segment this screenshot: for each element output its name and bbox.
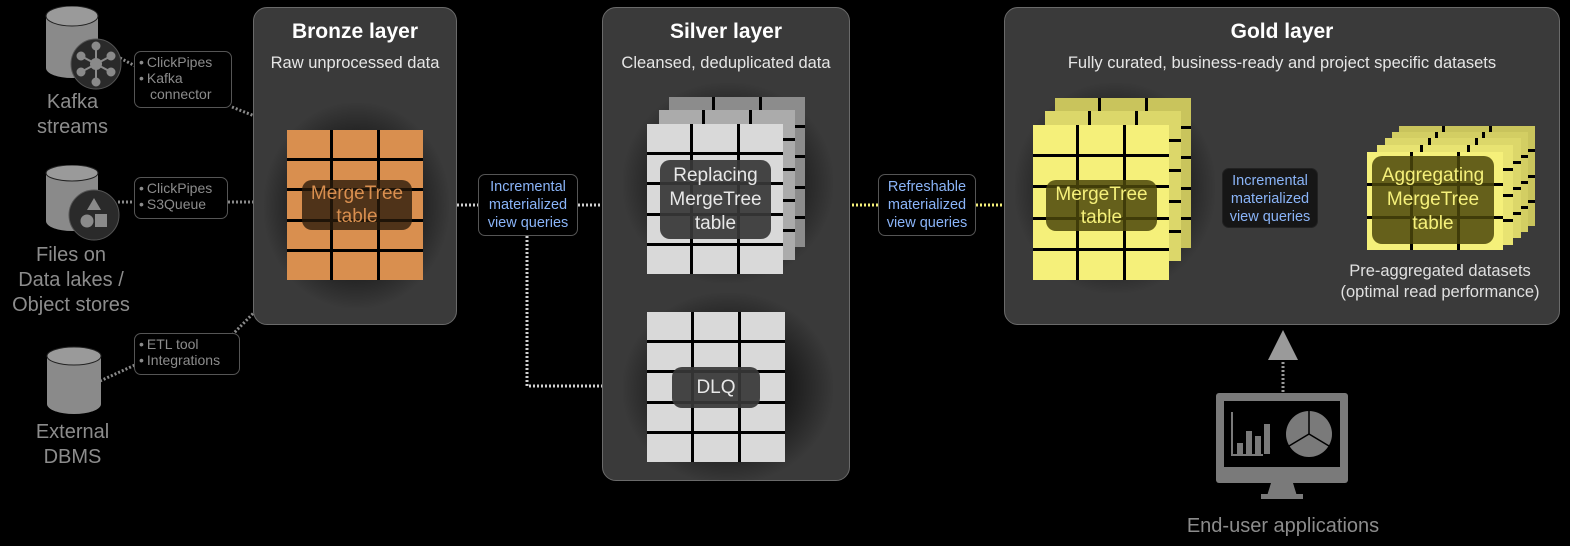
bronze-layer: Bronze layer Raw unprocessed data MergeT… — [253, 7, 457, 325]
shapes-icon — [45, 165, 120, 241]
layer-title: Bronze layer — [291, 20, 419, 43]
silver-layer: Silver layer Cleansed, deduplicated data… — [602, 7, 850, 483]
label-line: Object stores — [12, 294, 130, 316]
label-line: Kafka — [46, 91, 99, 113]
label-line: DBMS — [43, 446, 102, 468]
label-line: table — [1412, 213, 1454, 234]
table-cell — [647, 312, 691, 340]
kafka-icon — [45, 6, 122, 90]
label-line: table — [336, 206, 378, 227]
tag-item-continued: connector — [150, 86, 212, 102]
table-cell — [1079, 251, 1123, 280]
query-line: view queries — [1229, 209, 1311, 225]
table-cell — [693, 246, 737, 274]
source-label-kafka: Kafka streams — [20, 90, 125, 140]
table-cell — [333, 252, 377, 280]
tag-item: Integrations — [139, 352, 233, 368]
query-line: Incremental — [490, 179, 566, 195]
gold-layer: Gold layer Fully curated, business-ready… — [1004, 7, 1560, 325]
table-cell — [379, 252, 423, 280]
query-bronze-to-silver[interactable]: Incremental materialized view queries — [478, 174, 578, 236]
table-cell — [741, 434, 785, 462]
query-silver-to-gold[interactable]: Refreshable materialized view queries — [878, 174, 976, 236]
table-cell — [333, 130, 377, 158]
table-cell — [379, 130, 423, 158]
table-cell — [741, 403, 785, 432]
ingestion-tag-kafka: ClickPipes Kafka connector — [134, 51, 232, 108]
layer-title: Gold layer — [1230, 20, 1334, 43]
table-cell — [647, 342, 691, 371]
table-cell — [1033, 251, 1077, 280]
label-line: External — [35, 421, 110, 443]
layer-subtitle: Fully curated, business-ready and projec… — [1067, 54, 1497, 72]
table-cell — [647, 434, 691, 462]
table-cell — [1125, 251, 1169, 280]
source-label-dbms: External DBMS — [20, 420, 125, 470]
layer-title: Silver layer — [669, 20, 783, 43]
table-cell — [694, 342, 738, 371]
label-line: table — [694, 212, 737, 234]
table-cell — [287, 130, 331, 158]
ingestion-tag-files: ClickPipes S3Queue — [134, 177, 228, 219]
table-cell — [1079, 125, 1123, 154]
label-line: Aggregating — [1381, 165, 1485, 186]
arrow-to-dlq — [525, 236, 649, 401]
query-line: view queries — [886, 215, 968, 231]
table-cell — [694, 403, 738, 432]
table-cell — [741, 342, 785, 371]
monitor-dashboard-icon — [1216, 393, 1348, 499]
aggregating-caption: Pre-aggregated datasets (optimal read pe… — [1325, 261, 1555, 303]
table-cell — [287, 252, 331, 280]
layer-subtitle: Cleansed, deduplicated data — [621, 54, 831, 72]
caption-line: (optimal read performance) — [1340, 283, 1540, 301]
label-line: Data lakes / — [18, 269, 124, 291]
query-gold-internal[interactable]: Incremental materialized view queries — [1222, 168, 1318, 228]
query-line: materialized — [887, 197, 967, 213]
table-cell — [647, 246, 691, 274]
table-cell — [1125, 125, 1169, 154]
table-cell — [647, 124, 691, 152]
label-line: streams — [36, 116, 109, 138]
label-line: table — [1080, 206, 1123, 228]
caption-line: Pre-aggregated datasets — [1349, 262, 1531, 280]
table-cell — [694, 434, 738, 462]
tag-item: ETL tool — [139, 336, 233, 352]
query-line: view queries — [487, 215, 569, 231]
source-label-files: Files on Data lakes / Object stores — [0, 243, 142, 318]
tag-item: Kafka — [139, 70, 225, 86]
query-line: materialized — [488, 197, 568, 213]
table-cell — [1033, 125, 1077, 154]
label-line: MergeTree — [1386, 189, 1480, 210]
tag-item: ClickPipes — [139, 54, 225, 70]
label-line: Replacing — [673, 164, 758, 186]
label-line: MergeTree — [669, 188, 762, 210]
tag-item: ClickPipes — [139, 180, 221, 196]
end-user-applications-label: End-user applications — [1186, 515, 1380, 537]
layer-subtitle: Raw unprocessed data — [270, 54, 440, 72]
query-line: materialized — [1230, 191, 1310, 207]
dlq-label[interactable]: DLQ — [672, 367, 760, 408]
ingestion-tag-dbms: ETL tool Integrations — [134, 333, 240, 375]
query-line: Incremental — [1232, 173, 1308, 189]
label-line: MergeTree — [310, 183, 404, 204]
table-cell — [739, 246, 783, 274]
table-cell — [739, 124, 783, 152]
query-line: Refreshable — [887, 179, 967, 195]
table-cell — [693, 124, 737, 152]
tag-item: S3Queue — [139, 196, 221, 212]
table-cell — [694, 312, 738, 340]
label-line: MergeTree — [1055, 183, 1148, 205]
table-cell — [741, 312, 785, 340]
label-line: Files on — [35, 244, 107, 266]
table-cell — [647, 403, 691, 432]
database-icon — [46, 346, 102, 414]
source-arrow-dbms — [99, 279, 287, 383]
